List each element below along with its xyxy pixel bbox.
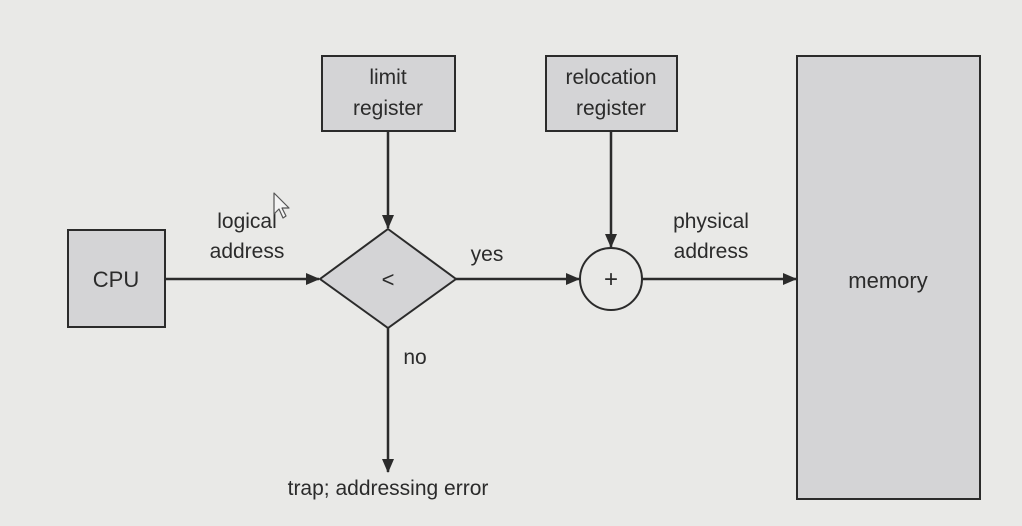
adder-symbol: +: [604, 266, 618, 293]
physical-address-label-line2: address: [674, 240, 749, 263]
no-label: no: [403, 346, 426, 369]
trap-label: trap; addressing error: [288, 477, 489, 500]
cpu-node: CPU: [67, 229, 166, 328]
relocation-register-label-line2: register: [576, 97, 646, 120]
physical-address-label-line1: physical: [673, 210, 749, 233]
limit-register-label-line1: limit: [369, 66, 406, 89]
comparator-symbol: <: [382, 267, 395, 292]
cpu-label: CPU: [93, 267, 139, 292]
yes-label: yes: [471, 243, 504, 266]
mouse-cursor-icon: [273, 192, 290, 219]
memory-node: memory: [796, 55, 981, 500]
relocation-register-label-line1: relocation: [565, 66, 656, 89]
logical-address-label-line2: address: [210, 240, 285, 263]
comparator-node: <: [318, 227, 458, 330]
adder-node: +: [579, 247, 643, 311]
relocation-register-node: relocation register: [545, 55, 678, 132]
memory-label: memory: [848, 268, 927, 293]
limit-register-label-line2: register: [353, 97, 423, 120]
logical-address-label-line1: logical: [217, 210, 277, 233]
limit-register-node: limit register: [321, 55, 456, 132]
